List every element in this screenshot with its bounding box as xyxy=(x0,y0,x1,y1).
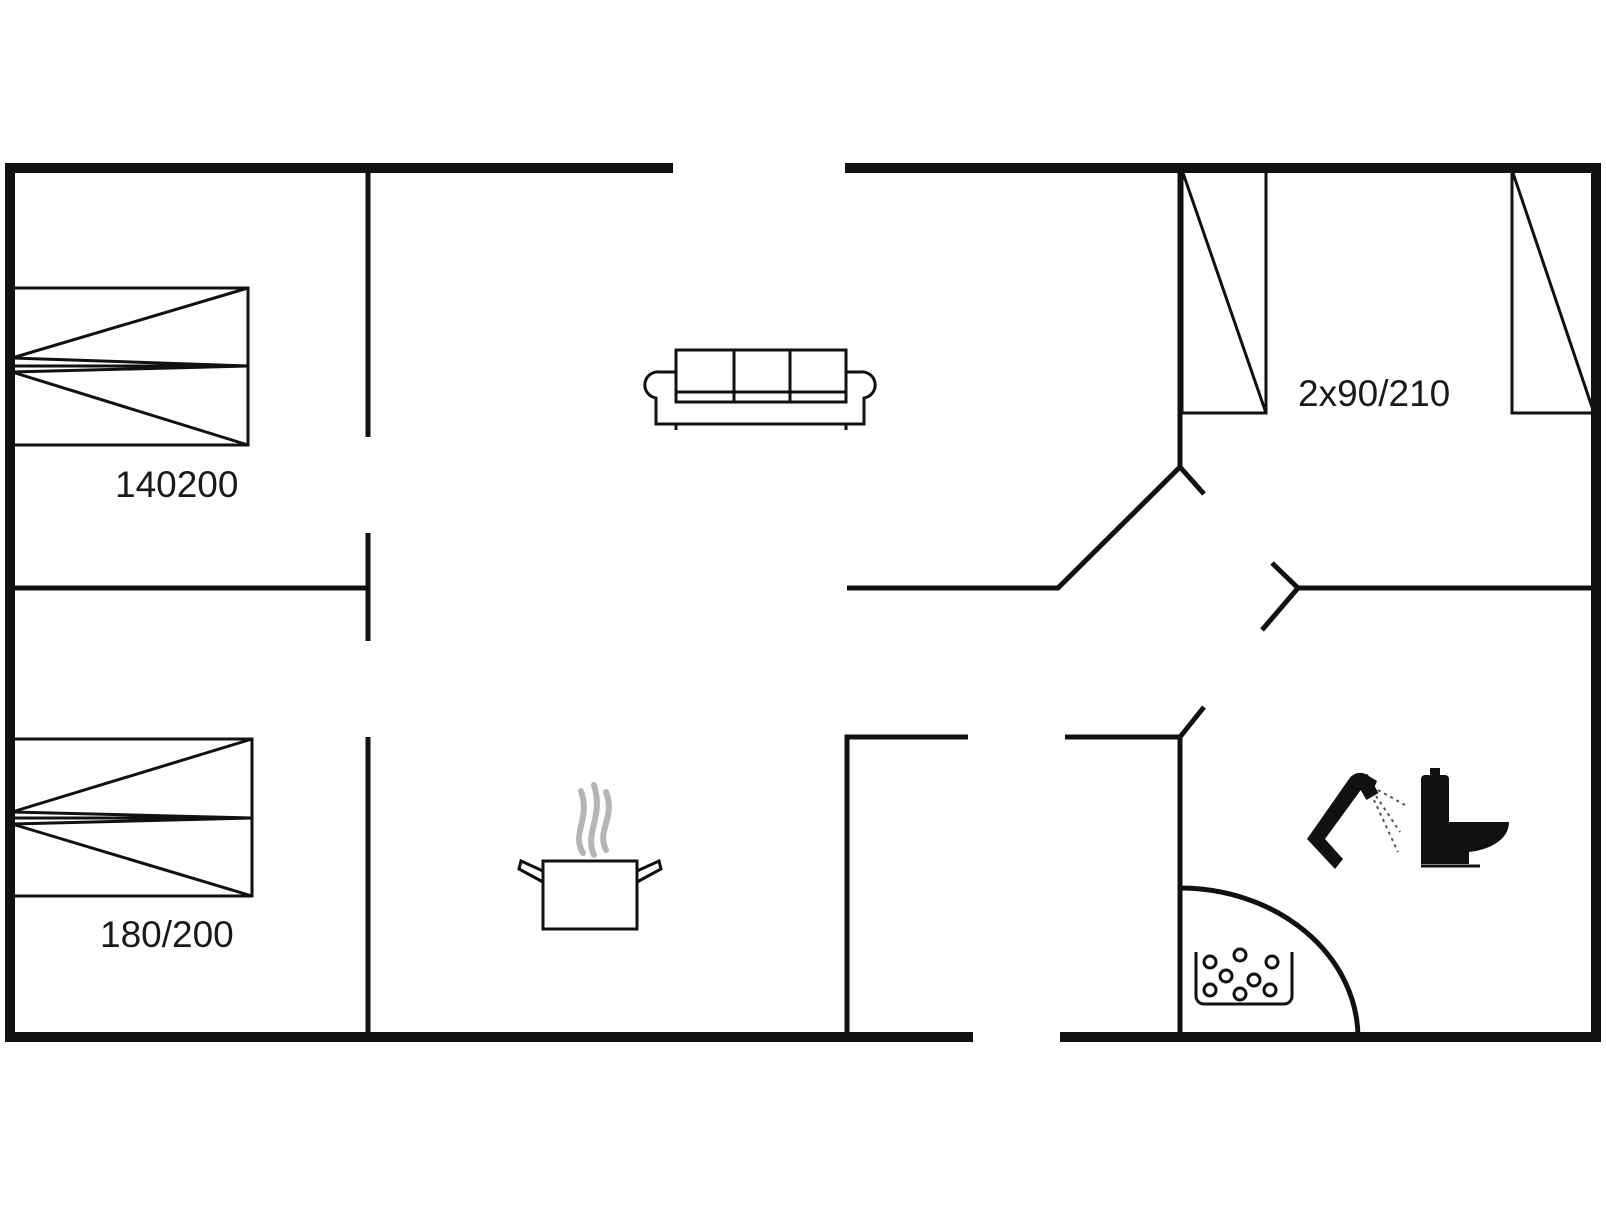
bed-right-2 xyxy=(1510,168,1596,415)
toilet-icon xyxy=(1421,768,1509,868)
wall-closet xyxy=(844,734,968,1037)
sauna-door-swing xyxy=(1179,885,1361,1038)
outer-wall-top-left xyxy=(5,163,973,1042)
wall-center-right-right xyxy=(1270,561,1596,591)
bed-right-1 xyxy=(1180,168,1268,415)
shower-icon xyxy=(1307,772,1406,869)
outer-walls xyxy=(5,163,1601,1042)
sauna-stones-icon xyxy=(1194,947,1294,1006)
bed-bottom-left xyxy=(10,737,254,898)
wall-center-right-left xyxy=(847,465,1182,591)
sofa-icon xyxy=(643,348,877,430)
outer-wall-top-right xyxy=(845,163,1601,1042)
wall-bathroom xyxy=(1065,734,1183,1037)
bed-top-left xyxy=(10,286,250,447)
label-bed-bottom-left: 180/200 xyxy=(100,914,234,955)
cooking-pot-icon xyxy=(517,782,663,931)
door-stop-right xyxy=(1260,586,1300,632)
door-stop-upper xyxy=(1178,465,1206,496)
label-bed-top-left: 140200 xyxy=(115,464,238,505)
label-beds-right: 2x90/210 xyxy=(1298,373,1450,414)
interior-walls xyxy=(10,168,1596,1037)
door-stop-bathroom xyxy=(1178,705,1206,739)
